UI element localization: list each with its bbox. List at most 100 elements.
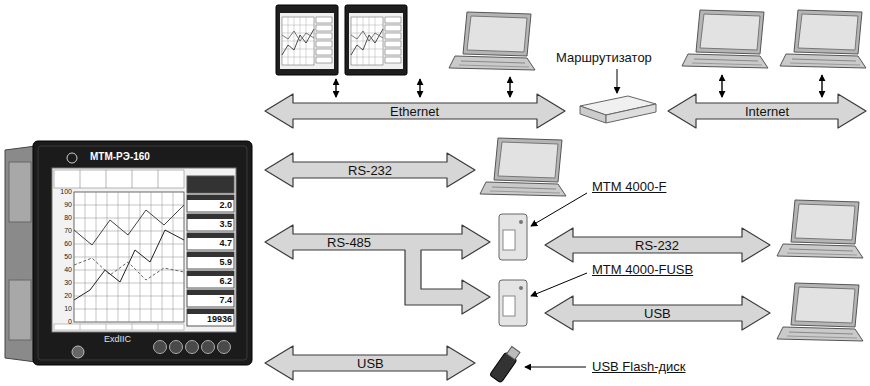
recorder-illustration-part bbox=[187, 271, 234, 276]
bus-label: Ethernet bbox=[390, 104, 439, 119]
bus-band: RS-232 bbox=[545, 228, 770, 262]
bus-band: USB bbox=[265, 346, 475, 380]
axis-tick: 50 bbox=[54, 253, 72, 261]
router-icon bbox=[580, 96, 656, 123]
axis-tick: 40 bbox=[54, 266, 72, 274]
recorder-illustration-part bbox=[187, 309, 234, 326]
device-label: МТМ 4000-F bbox=[592, 179, 666, 195]
recorder-illustration-part bbox=[218, 341, 231, 354]
recorder-illustration-part bbox=[187, 176, 234, 193]
converter-module-part bbox=[519, 286, 523, 290]
axis-tick: 30 bbox=[54, 279, 72, 287]
router-icon-part bbox=[580, 106, 606, 123]
converter-module-part bbox=[499, 280, 527, 326]
recorder-illustration-part bbox=[187, 252, 234, 257]
axis-tick: 100 bbox=[54, 188, 72, 196]
screen-value: 2.0 bbox=[188, 200, 232, 211]
router-icon-part bbox=[606, 104, 656, 123]
link-arrow-part bbox=[335, 79, 336, 97]
recorder-illustration-part bbox=[9, 280, 31, 340]
recorder-illustration-part bbox=[187, 214, 234, 219]
double-arrow bbox=[545, 228, 770, 262]
marking-text: ExdIIC bbox=[104, 334, 131, 345]
screen-value: 5.9 bbox=[188, 257, 232, 268]
band-shape bbox=[265, 225, 490, 314]
recorder-illustration-part bbox=[9, 162, 31, 222]
bus-label: USB bbox=[357, 356, 384, 371]
recorder-illustration-part bbox=[187, 309, 234, 314]
axis-tick: 60 bbox=[54, 240, 72, 248]
screen-value: 3.5 bbox=[188, 219, 232, 230]
bus-label: RS-232 bbox=[635, 238, 679, 253]
recorder-illustration-part bbox=[74, 258, 184, 280]
double-arrow bbox=[545, 296, 770, 330]
recorder-illustration-part bbox=[74, 205, 184, 245]
laptop-icon bbox=[777, 283, 863, 341]
converter-module bbox=[499, 214, 527, 260]
device-label: USB Flash-диск bbox=[592, 359, 686, 375]
laptop-icon bbox=[780, 10, 866, 68]
recorder-illustration-part bbox=[38, 146, 247, 360]
double-arrow bbox=[265, 153, 475, 187]
leader-arrow-part bbox=[617, 69, 618, 93]
recorder-illustration-part bbox=[52, 168, 236, 332]
axis-tick: 20 bbox=[54, 292, 72, 300]
flash-drive-icon-part bbox=[507, 347, 520, 360]
recorder-illustration bbox=[5, 141, 252, 365]
flash-drive-icon bbox=[490, 345, 522, 383]
recorder-illustration-part bbox=[54, 324, 184, 330]
recorder-illustration-part bbox=[187, 214, 234, 231]
recorder-icon bbox=[276, 5, 338, 75]
link-arrow-part bbox=[721, 75, 722, 97]
recorder-illustration-part bbox=[72, 346, 84, 358]
converter-module-part bbox=[503, 296, 515, 316]
converter-module-part bbox=[503, 230, 515, 250]
bus-band: Internet bbox=[668, 94, 866, 128]
bus-band: RS-485 bbox=[265, 225, 490, 314]
axis-tick: 70 bbox=[54, 227, 72, 235]
recorder-illustration-part bbox=[187, 252, 234, 269]
double-arrow bbox=[265, 346, 475, 380]
converter-module bbox=[499, 280, 527, 326]
recorder-illustration-part bbox=[154, 341, 167, 354]
recorder-illustration-part bbox=[80, 324, 158, 330]
bus-label: RS-485 bbox=[327, 235, 371, 250]
laptop-icon bbox=[777, 200, 863, 258]
axis-tick: 80 bbox=[54, 214, 72, 222]
recorder-illustration-part bbox=[54, 170, 184, 188]
double-arrow bbox=[265, 94, 565, 128]
screen-value: 7.4 bbox=[188, 295, 232, 306]
link-arrow-part bbox=[509, 77, 510, 97]
recorder-illustration-part bbox=[74, 192, 184, 322]
recorder-illustration-part bbox=[187, 233, 234, 238]
bus-label: RS-232 bbox=[348, 163, 392, 178]
recorder-illustration-part bbox=[33, 141, 252, 365]
device-label: МТМ 4000-FUSB bbox=[592, 262, 693, 278]
device-label: Маршрутизатор bbox=[556, 50, 652, 66]
converter-module-part bbox=[499, 214, 527, 260]
recorder-illustration-part bbox=[80, 170, 158, 188]
recorder-illustration-part bbox=[74, 192, 184, 322]
screen-value: 6.2 bbox=[188, 276, 232, 287]
recorder-illustration-part bbox=[74, 230, 184, 300]
leader-arrow-part bbox=[531, 273, 587, 296]
link-arrow bbox=[336, 75, 822, 97]
recorder-illustration-part bbox=[187, 290, 234, 295]
recorder-illustration-part bbox=[170, 341, 183, 354]
bus-band: USB bbox=[545, 296, 770, 330]
leader-arrow-part bbox=[531, 193, 587, 226]
axis-tick: 10 bbox=[54, 305, 72, 313]
recorder-illustration-part bbox=[187, 233, 234, 250]
recorder-illustration-part bbox=[187, 271, 234, 288]
screen-value: 4.7 bbox=[188, 238, 232, 249]
bus-band: Ethernet bbox=[265, 94, 565, 128]
model-name: МТМ-РЭ-160 bbox=[90, 151, 150, 163]
recorder-icon bbox=[345, 5, 407, 75]
bus-label: USB bbox=[644, 306, 671, 321]
recorder-illustration-part bbox=[187, 195, 234, 200]
recorder-illustration-part bbox=[187, 290, 234, 307]
recorder-illustration-part bbox=[186, 341, 199, 354]
link-arrow-part bbox=[821, 75, 822, 97]
